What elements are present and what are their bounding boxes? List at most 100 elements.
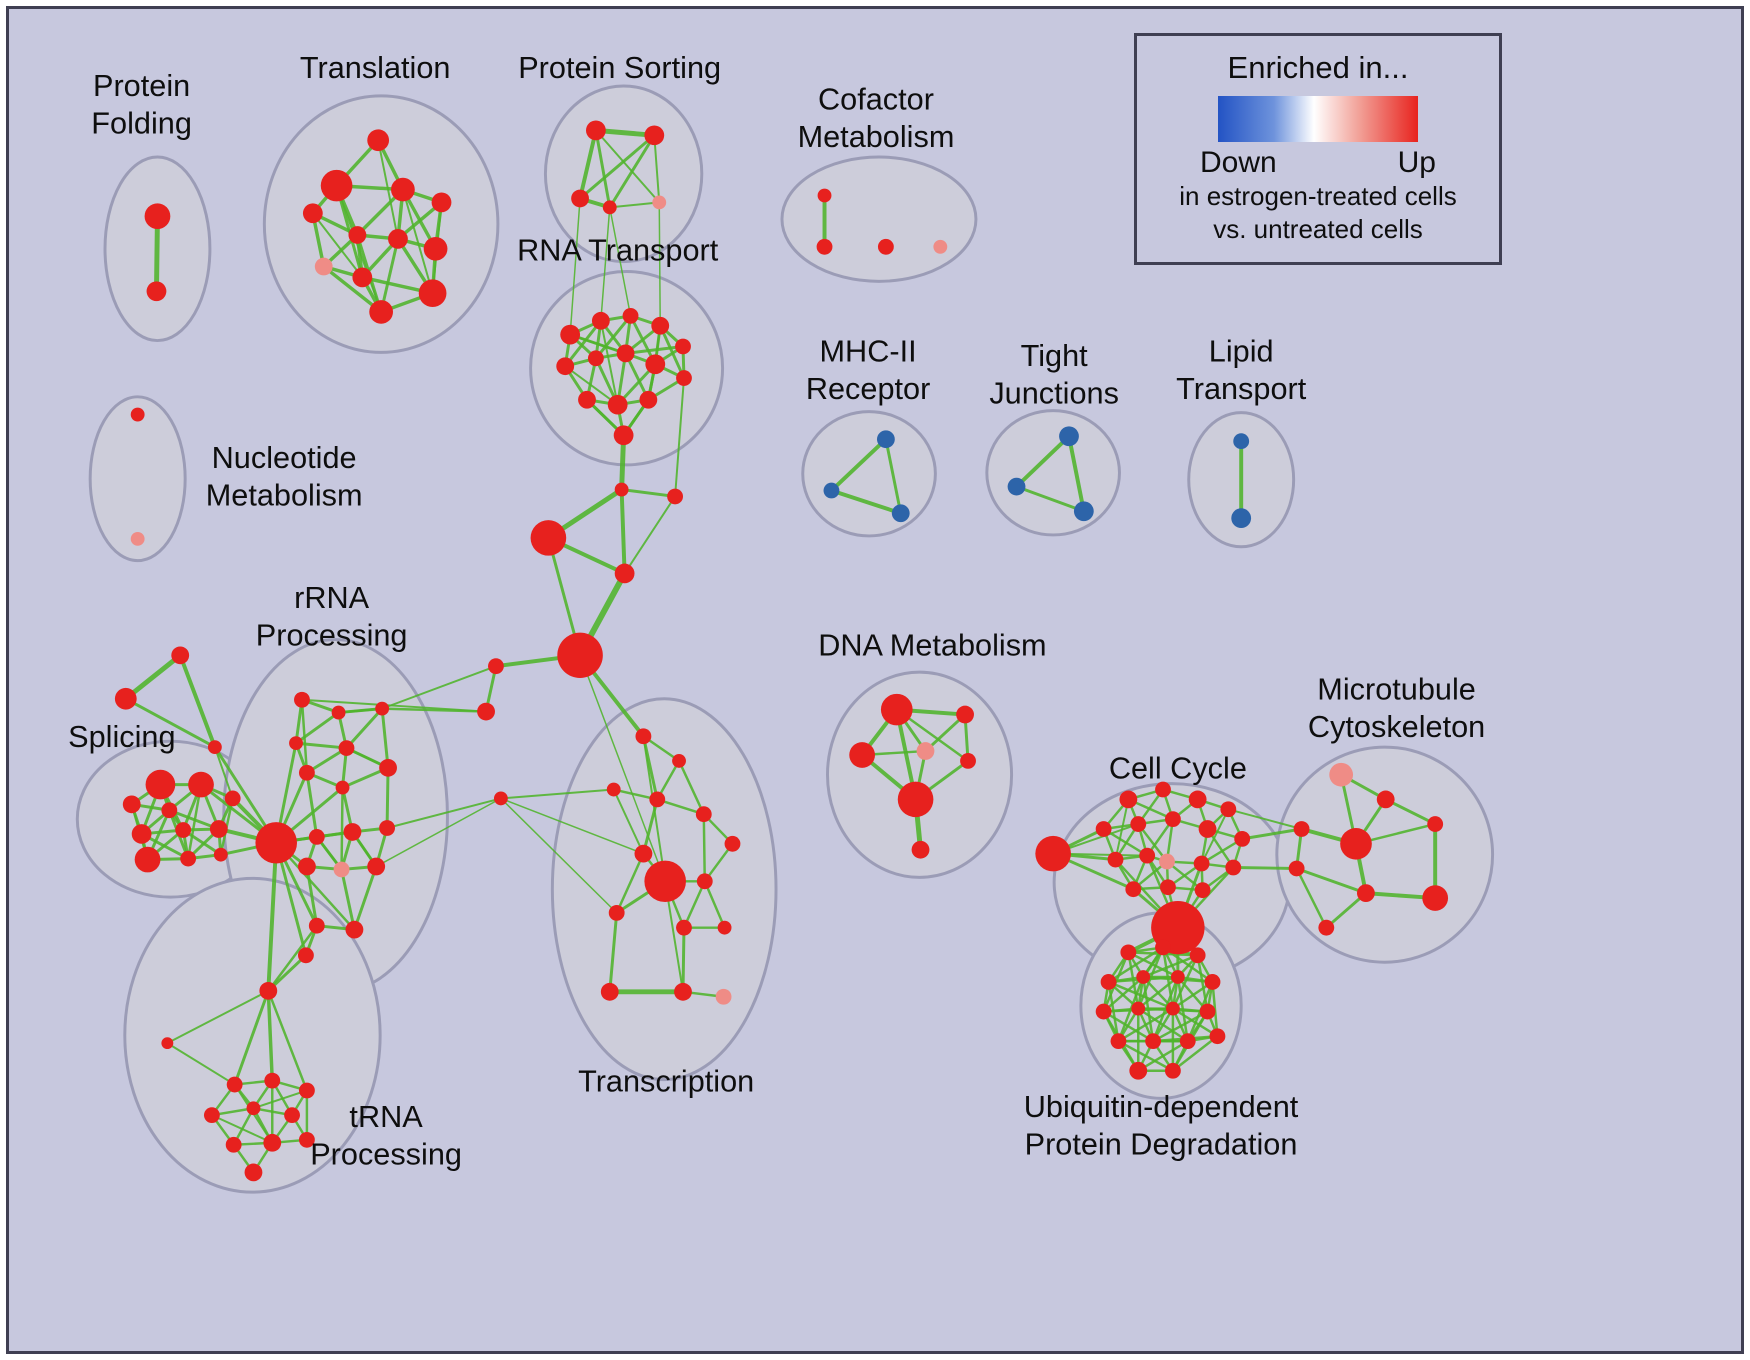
network-edge: [681, 926, 686, 994]
network-edge: [1295, 867, 1328, 929]
network-node-trna-processing: [298, 1082, 315, 1099]
network-node-translation: [423, 236, 448, 261]
network-node-ubiquitin-degradation: [1120, 944, 1137, 961]
network-node-transcription: [608, 904, 625, 921]
network-edge: [340, 867, 356, 932]
network-node-ubiquitin-degradation: [1129, 1061, 1148, 1080]
network-edge: [379, 237, 400, 314]
network-edge: [658, 201, 661, 327]
legend-range: Down Up: [1200, 146, 1436, 180]
cluster-mhc-ii-receptor: [801, 410, 937, 538]
network-node-splicing: [209, 820, 228, 838]
network-node-rrna-processing: [297, 857, 316, 876]
legend-subtitle-line2: vs. untreated cells: [1213, 214, 1423, 244]
network-node-cell-cycle: [1035, 835, 1071, 872]
network-node-tight-junctions: [1059, 426, 1079, 447]
network-edge: [1171, 1007, 1219, 1038]
network-node-tight-junctions: [1073, 501, 1094, 522]
network-node-transcription: [644, 860, 686, 903]
network-node-transcription: [674, 982, 692, 1001]
network-edge: [682, 880, 707, 929]
network-node-rna-transport: [556, 357, 575, 376]
network-node-transcription: [724, 835, 741, 852]
network-node-connectors: [667, 488, 683, 505]
cluster-tight-junctions: [985, 409, 1121, 537]
network-node-splicing: [161, 802, 178, 819]
network-edge: [124, 697, 217, 749]
network-node-cell-cycle: [1198, 820, 1217, 838]
network-node-microtubule-cytoskeleton: [1427, 816, 1444, 832]
network-edge: [1014, 434, 1071, 489]
network-edge: [608, 201, 661, 209]
network-edge: [1384, 797, 1437, 826]
network-edge: [210, 1114, 274, 1144]
network-node-transcription: [649, 791, 666, 808]
network-node-transcription: [676, 919, 692, 936]
network-node-ubiquitin-degradation: [1179, 1033, 1196, 1050]
network-node-splicing-triangle: [171, 646, 190, 665]
network-edge: [252, 1089, 308, 1110]
network-node-protein-sorting: [602, 200, 617, 215]
cluster-label: Transcription: [578, 1065, 754, 1099]
network-edge: [1227, 808, 1303, 830]
network-node-splicing-triangle: [207, 740, 222, 755]
network-node-ubiquitin-degradation: [1170, 970, 1185, 984]
network-edge: [600, 206, 611, 322]
network-edge: [599, 319, 619, 406]
network-edge: [1067, 434, 1086, 514]
network-node-microtubule-cytoskeleton: [1340, 828, 1372, 860]
network-node-rrna-processing: [379, 758, 397, 777]
network-edge: [386, 797, 502, 830]
network-node-rrna-processing: [335, 780, 350, 795]
network-edge: [352, 865, 378, 932]
network-node-connectors: [477, 702, 495, 721]
network-node-trna-processing: [244, 1163, 263, 1182]
network-node-rna-transport: [616, 344, 635, 363]
network-node-rna-transport: [622, 307, 639, 324]
network-node-translation: [388, 229, 408, 249]
legend-down-label: Down: [1200, 146, 1277, 179]
network-edge: [703, 880, 726, 929]
network-edge: [266, 840, 279, 993]
network-edge: [623, 495, 677, 575]
cluster-protein-sorting: [543, 84, 704, 264]
network-node-nucleotide-metabolism: [130, 407, 145, 422]
network-edge: [1240, 827, 1304, 841]
network-edge: [294, 711, 341, 745]
network-edge: [884, 437, 903, 515]
network-node-translation: [367, 129, 390, 152]
network-edge: [377, 139, 399, 240]
network-node-ubiquitin-degradation: [1110, 1033, 1127, 1050]
network-node-ubiquitin-degradation: [1164, 1062, 1181, 1079]
network-node-cell-cycle: [1164, 811, 1181, 828]
cluster-label: RNA Transport: [517, 234, 719, 268]
network-edge: [375, 797, 502, 868]
network-edge: [213, 746, 234, 800]
network-node-rna-transport: [591, 311, 610, 330]
legend-up-label: Up: [1397, 146, 1436, 179]
network-node-rrna-processing: [345, 920, 364, 939]
cluster-label: Protein Sorting: [518, 51, 721, 85]
network-node-transcription: [634, 844, 653, 863]
network-node-trna-processing: [284, 1107, 300, 1124]
network-edge: [267, 924, 319, 993]
network-node-rrna-processing: [294, 691, 310, 708]
network-node-rna-transport: [651, 316, 670, 335]
network-edge: [642, 735, 667, 883]
network-node-connectors: [557, 632, 603, 679]
network-node-cell-cycle: [1159, 853, 1175, 870]
network-node-dna-metabolism: [960, 753, 976, 769]
cluster-label: Cell Cycle: [1109, 752, 1247, 786]
network-edge: [674, 377, 685, 498]
network-node-cell-cycle: [1130, 816, 1147, 832]
network-edge: [594, 314, 633, 360]
network-edge: [178, 653, 217, 750]
network-node-transcription: [635, 728, 652, 745]
network-node-rna-transport: [645, 354, 666, 375]
network-node-rna-transport: [560, 324, 581, 345]
network-edge: [1200, 837, 1244, 865]
network-node-ubiquitin-degradation: [1199, 1003, 1216, 1020]
